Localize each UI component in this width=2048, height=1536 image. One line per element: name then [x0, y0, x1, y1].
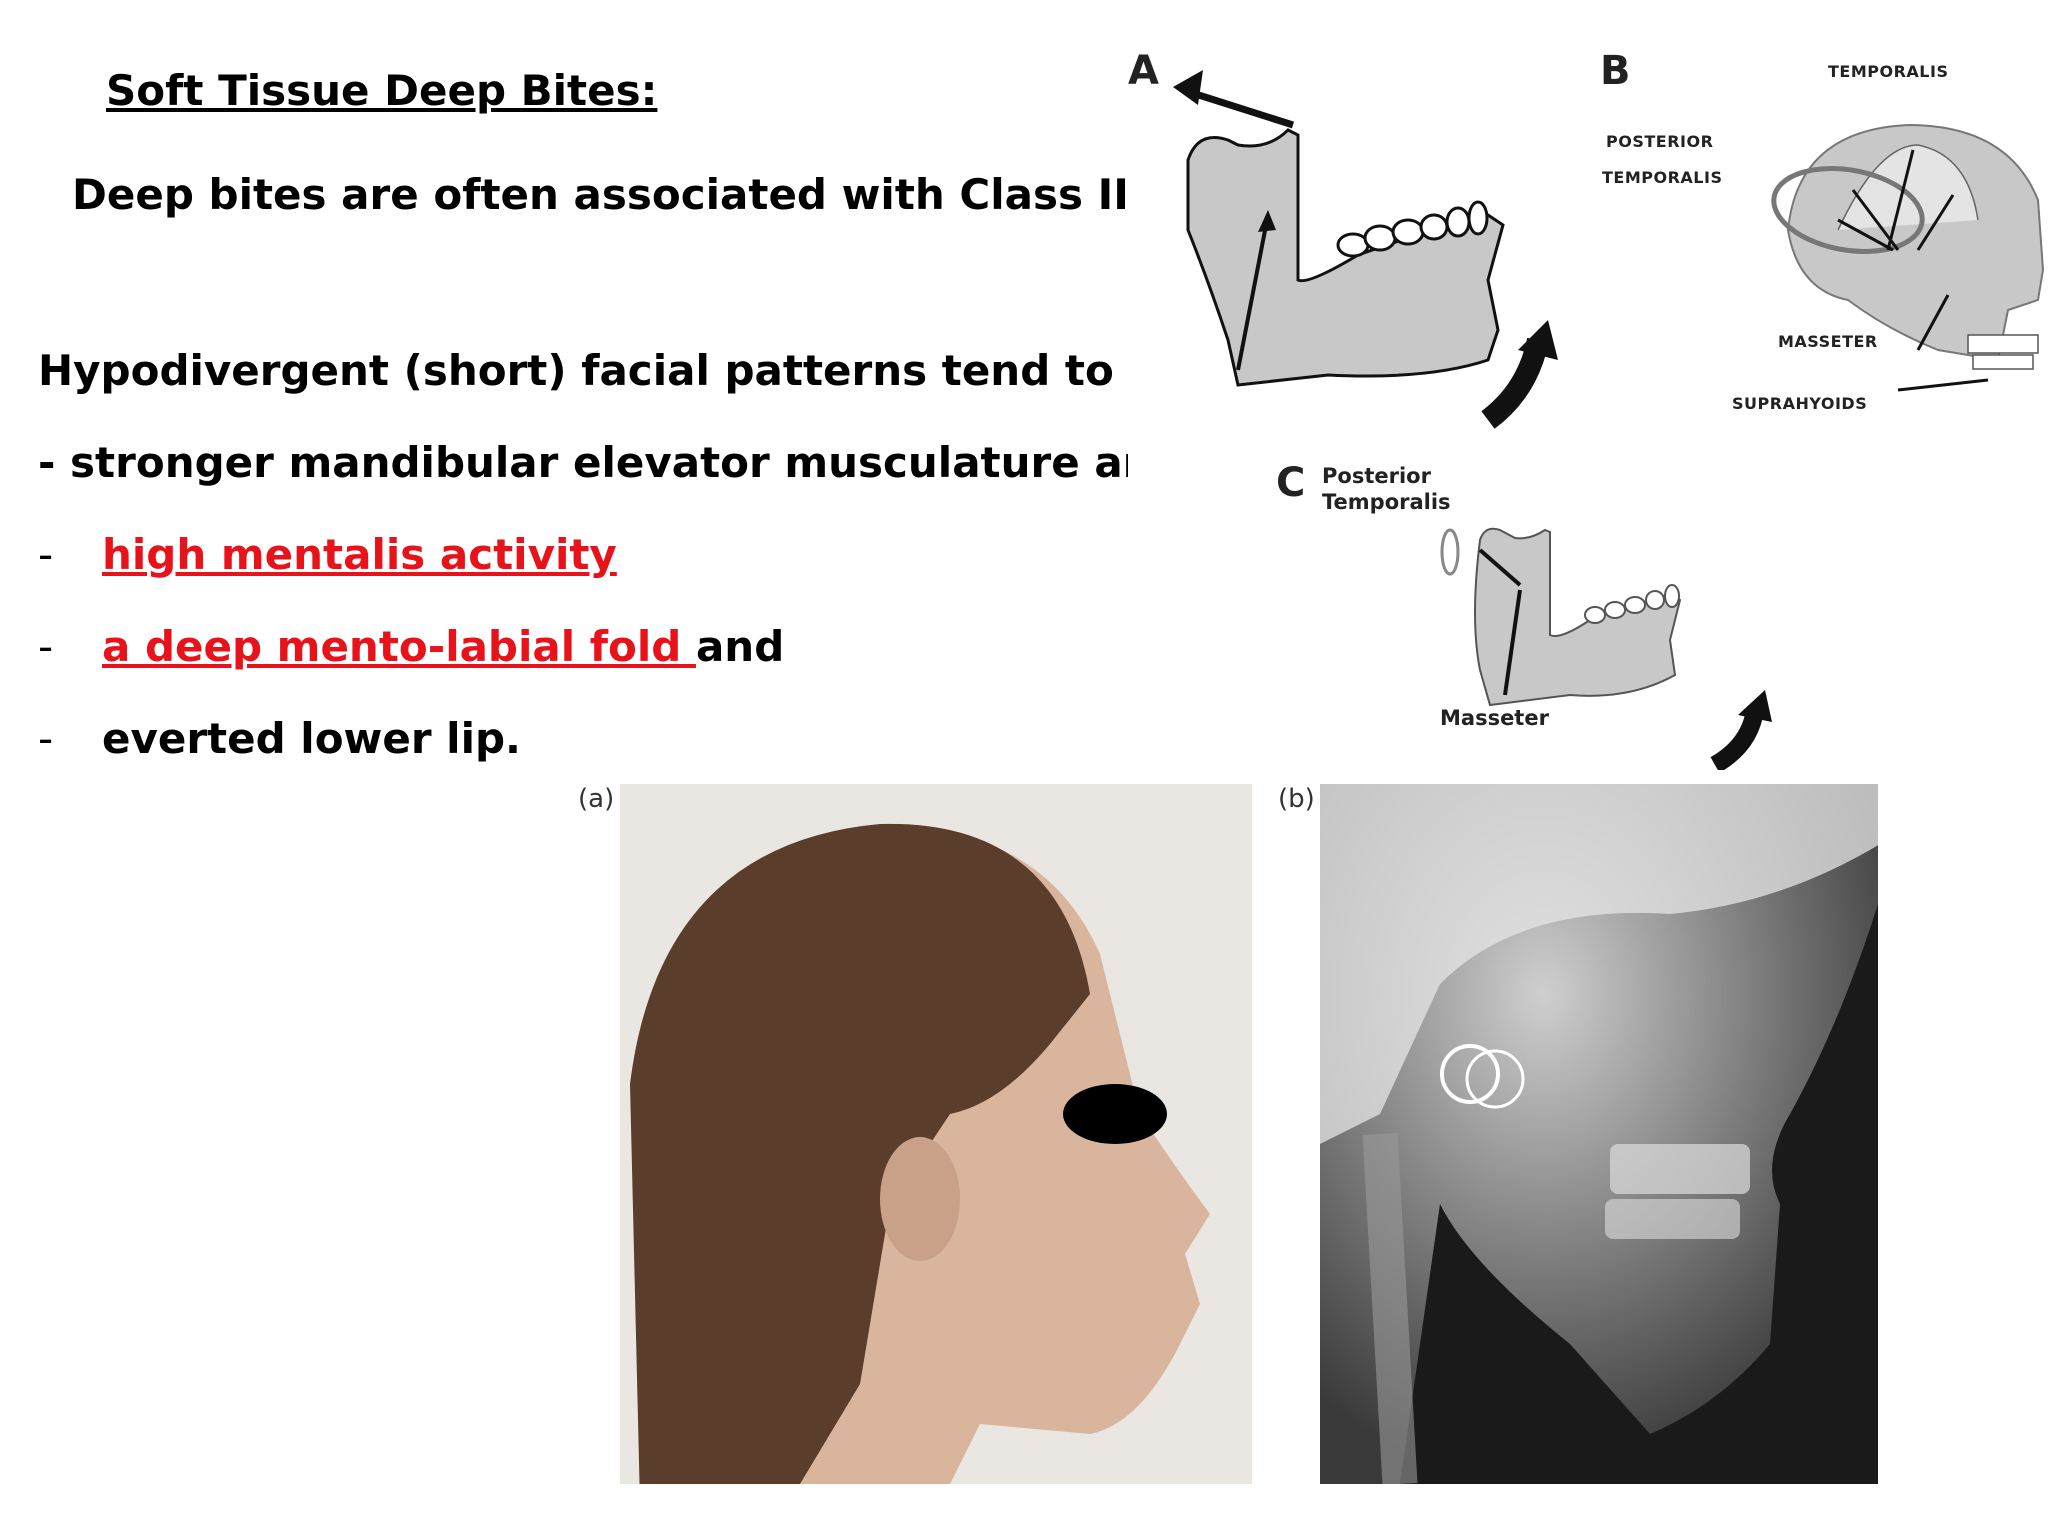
label-posterior-temporalis-2: TEMPORALIS [1602, 168, 1723, 187]
mandible-diagram-a [1128, 40, 1558, 429]
profile-silhouette [630, 823, 1210, 1484]
panel-b-label: B [1600, 48, 1631, 94]
panel-a-label: A [1128, 48, 1159, 94]
profile-photo [620, 784, 1252, 1484]
label-suprahyoids: SUPRAHYOIDS [1732, 394, 1868, 413]
xray-skull [1320, 784, 1878, 1484]
bullet-text-suffix: and [695, 622, 785, 671]
muscle-figure: A B TEMPORALIS POSTERIOR TEMPORALIS MASS… [1128, 40, 2048, 540]
eye-redaction [1063, 1084, 1167, 1144]
slide-title: Soft Tissue Deep Bites: [106, 66, 658, 115]
label-posterior-temporalis-1: POSTERIOR [1606, 132, 1714, 151]
label-masseter: MASSETER [1778, 332, 1878, 351]
label-c-masseter: Masseter [1440, 706, 1549, 730]
panel-c-label: C [1276, 460, 1306, 506]
label-c-temporalis: Temporalis [1322, 490, 1451, 514]
bullet-elevator-musculature: - stronger mandibular elevator musculatu… [38, 438, 1183, 487]
cephalometric-radiograph [1320, 784, 1878, 1484]
bullet-text: everted lower lip. [102, 714, 521, 763]
label-c-posterior: Posterior [1322, 464, 1431, 488]
bullet-text-highlight: high mentalis activity [102, 530, 617, 579]
mandible-diagram-c [1440, 527, 1772, 770]
caption-a: (a) [578, 784, 615, 814]
caption-b: (b) [1278, 784, 1315, 814]
bullet-text-highlight: a deep mento-labial fold [102, 622, 696, 671]
label-temporalis: TEMPORALIS [1828, 62, 1949, 81]
bullet-dash: - [38, 714, 54, 763]
intro-text: Deep bites are often associated with Cla… [72, 170, 1284, 219]
skull-diagram-b [1771, 123, 2045, 392]
bullet-dash: - [38, 622, 54, 671]
bullet-dash: - [38, 530, 54, 579]
hypodivergent-text: Hypodivergent (short) facial patterns te… [38, 346, 1292, 395]
